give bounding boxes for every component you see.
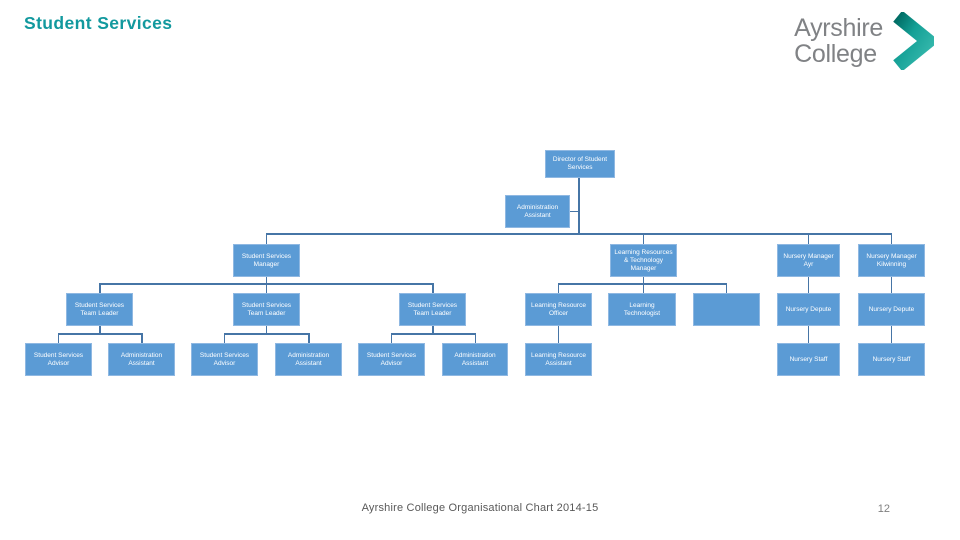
org-node-learning-resource-assistant: Learning Resource Assistant	[525, 343, 592, 376]
org-node-label: Nursery Depute	[868, 305, 915, 313]
org-node-student-services-team-leader-1: Student Services Team Leader	[66, 293, 133, 326]
footer-caption: Ayrshire College Organisational Chart 20…	[361, 502, 599, 514]
org-node-nursery-manager-kilwinning: Nursery Manager Kilwinning	[858, 244, 925, 277]
page-title: Student Services	[24, 13, 173, 33]
connector-line	[725, 283, 728, 293]
org-node-label: Learning Resource Assistant	[531, 351, 586, 367]
connector-line	[474, 333, 476, 343]
chevron-right-icon	[893, 12, 934, 70]
connector-line	[558, 283, 727, 285]
org-node-director: Director of Student Services	[545, 150, 615, 178]
org-node-learning-resource-officer: Learning Resource Officer	[525, 293, 592, 326]
logo-line1: Ayrshire	[794, 14, 883, 42]
org-node-label: Nursery Manager Kilwinning	[866, 252, 917, 268]
org-node-label: Student Services Team Leader	[241, 301, 292, 317]
connector-line	[642, 283, 645, 293]
org-node-label: Administration Assistant	[287, 351, 330, 367]
connector-line	[99, 283, 101, 293]
connector-line	[890, 326, 892, 343]
org-node-administration-assistant-1: Administration Assistant	[108, 343, 175, 376]
org-node-nursery-depute-ayr: Nursery Depute	[777, 293, 840, 326]
connector-line	[57, 333, 60, 343]
org-node-label: Learning Resource Officer	[531, 301, 586, 317]
org-node-student-services-advisor-2: Student Services Advisor	[191, 343, 258, 376]
org-node-student-services-advisor-3: Student Services Advisor	[358, 343, 425, 376]
connector-line	[807, 277, 810, 293]
org-node-label: Director of Student Services	[552, 156, 608, 171]
connector-line	[642, 277, 645, 284]
connector-line	[265, 277, 268, 284]
logo-line2: College	[794, 40, 877, 68]
org-node-label: Student Services Advisor	[366, 351, 417, 367]
connector-line	[141, 333, 143, 343]
org-node-label: Nursery Depute	[785, 305, 832, 313]
connector-line	[266, 233, 892, 235]
org-node-student-services-manager: Student Services Manager	[233, 244, 300, 277]
org-node-student-services-team-leader-2: Student Services Team Leader	[233, 293, 300, 326]
org-node-label: Student Services Manager	[241, 252, 292, 268]
connector-line	[223, 333, 226, 343]
org-node-label: Administration Assistant	[516, 203, 559, 219]
connector-line	[99, 326, 101, 334]
connector-line	[58, 333, 142, 335]
org-node-label: Nursery Staff	[872, 355, 911, 363]
connector-line	[890, 233, 892, 244]
connector-line	[807, 233, 810, 244]
org-node-label: Learning Resources & Technology Manager	[614, 248, 673, 272]
logo-wordmark: Ayrshire College	[794, 15, 883, 67]
connector-line	[578, 178, 580, 233]
org-node-nursery-depute-kilwinning: Nursery Depute	[858, 293, 925, 326]
org-node-student-services-advisor-1: Student Services Advisor	[25, 343, 92, 376]
org-node-label: Student Services Advisor	[199, 351, 250, 367]
connector-line	[391, 333, 476, 335]
connector-line	[390, 333, 393, 343]
org-node-nursery-manager-ayr: Nursery Manager Ayr	[777, 244, 840, 277]
org-node-learning-resources-technology-manager: Learning Resources & Technology Manager	[610, 244, 677, 277]
org-node-label: Student Services Team Leader	[407, 301, 458, 317]
connector-line	[557, 283, 560, 293]
org-node-nursery-staff-ayr: Nursery Staff	[777, 343, 840, 376]
connector-line	[265, 283, 268, 293]
connector-line	[557, 326, 560, 343]
org-node-learning-technologist: Learning Technologist	[608, 293, 676, 326]
org-node-label: Administration Assistant	[454, 351, 496, 367]
connector-line	[432, 326, 434, 334]
org-node-administration-assistant-3: Administration Assistant	[442, 343, 508, 376]
org-node-label: Nursery Staff	[789, 355, 828, 363]
connector-line	[432, 283, 434, 293]
connector-line	[265, 233, 268, 244]
org-node-label: Nursery Manager Ayr	[783, 252, 834, 268]
ayrshire-college-logo: Ayrshire College	[794, 12, 934, 70]
org-node-student-services-team-leader-3: Student Services Team Leader	[399, 293, 466, 326]
connector-line	[642, 233, 645, 244]
org-node-nursery-staff-kilwinning: Nursery Staff	[858, 343, 925, 376]
connector-line	[807, 326, 810, 343]
org-node-administration-assistant-senior: Administration Assistant	[505, 195, 570, 228]
connector-line	[265, 326, 268, 334]
page-number: 12	[877, 503, 890, 515]
org-node-label: Student Services Advisor	[33, 351, 84, 367]
org-node-label: Administration Assistant	[120, 351, 163, 367]
org-node-label: Learning Technologist	[623, 301, 661, 317]
org-node-unlabelled-post	[693, 293, 760, 326]
connector-line	[224, 333, 309, 335]
org-node-label: Student Services Team Leader	[74, 301, 125, 317]
connector-line	[308, 333, 310, 343]
connector-line	[570, 210, 579, 213]
org-node-administration-assistant-2: Administration Assistant	[275, 343, 342, 376]
connector-line	[890, 277, 892, 293]
